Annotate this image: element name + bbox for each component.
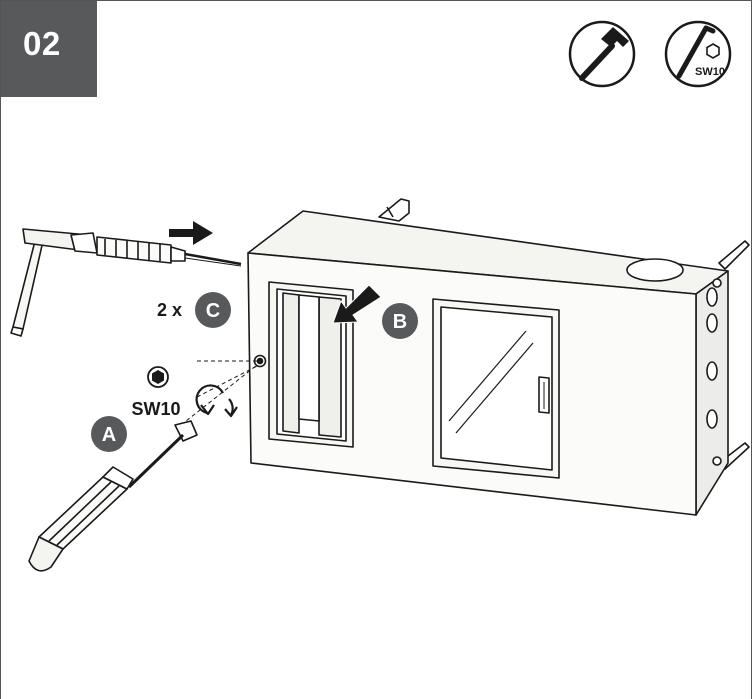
hex-wrench-icon: SW10 <box>664 20 732 88</box>
callout-a: A <box>91 416 127 452</box>
wrench-size-callout: SW10 <box>131 399 180 419</box>
step-number: 02 <box>23 25 61 62</box>
callout-c-letter: C <box>206 300 220 322</box>
pull-arrow-icon <box>332 284 382 324</box>
callout-c: 2 x C <box>157 292 231 328</box>
callout-c-quantity: 2 x <box>157 300 182 320</box>
socket-screwdriver-illustration <box>28 420 198 572</box>
callout-b-letter: B <box>393 311 407 333</box>
guide-lines <box>180 360 260 426</box>
hammer-icon <box>568 20 636 88</box>
enclosure <box>247 198 750 516</box>
hex-socket-icon <box>147 366 169 388</box>
callout-b: B <box>382 303 418 339</box>
wrench-size-label: SW10 <box>695 66 725 78</box>
callout-a-letter: A <box>102 424 116 446</box>
step-number-box: 02 <box>1 1 97 97</box>
rotate-icon <box>195 384 238 418</box>
push-arrow-icon <box>169 221 213 245</box>
hammer-and-chisel-illustration <box>10 228 242 337</box>
